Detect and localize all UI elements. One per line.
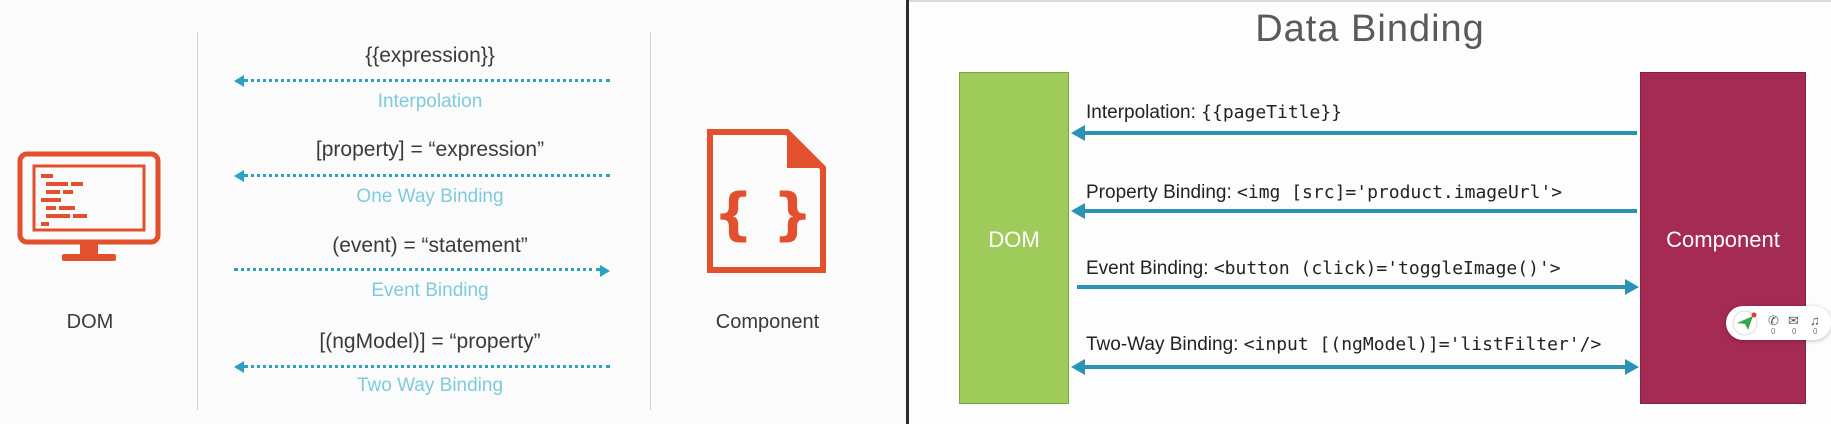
bell-icon[interactable]: ♫ <box>1810 313 1820 328</box>
left-slide: DOM {{expression}} Interpolation [proper… <box>0 0 906 424</box>
binding-expression: (event) = “statement” <box>332 234 528 257</box>
send-icon[interactable] <box>1731 310 1759 336</box>
chat-count: 0 <box>1792 327 1797 336</box>
chat-icon[interactable]: ✉ <box>1788 313 1799 328</box>
bell-count: 0 <box>1813 327 1818 336</box>
phone-count: 0 <box>1771 327 1776 336</box>
binding-row-label: Property Binding: <img [src]='product.im… <box>1086 182 1562 204</box>
binding-code: <input [(ngModel)]='listFilter'/> <box>1243 334 1602 355</box>
right-divider-line <box>650 32 651 410</box>
binding-row-label: Interpolation: {{pageTitle}} <box>1086 102 1342 124</box>
binding-expression: [(ngModel)] = “property” <box>319 330 541 353</box>
dom-box-label: DOM <box>988 227 1040 252</box>
dom-caption: DOM <box>66 311 114 333</box>
arrow-head-right <box>1625 359 1639 375</box>
binding-label: Two Way Binding <box>356 375 504 396</box>
arrow-head-left <box>234 170 244 182</box>
arrow-line <box>1083 209 1637 213</box>
binding-type: Property Binding: <box>1086 182 1238 203</box>
component-box-label: Component <box>1666 227 1780 252</box>
dotted-arrow-line <box>244 79 610 82</box>
arrow-head-left <box>1071 359 1085 375</box>
arrow-line <box>1077 285 1627 289</box>
dotted-arrow-line <box>244 174 610 177</box>
arrow-head-left <box>1071 125 1085 141</box>
arrow-line <box>1083 131 1637 135</box>
component-caption: Component <box>715 311 820 333</box>
arrow-head-left <box>1071 203 1085 219</box>
arrow-line <box>1083 365 1625 369</box>
binding-label: Event Binding <box>371 280 489 301</box>
binding-code: <button (click)='toggleImage()'> <box>1213 258 1561 279</box>
binding-label: Interpolation <box>377 91 483 112</box>
floating-widget[interactable]: ✆ ✉ ♫ 0 0 0 <box>1726 306 1831 340</box>
binding-code: <img [src]='product.imageUrl'> <box>1237 182 1563 203</box>
dom-box: DOM <box>959 72 1069 404</box>
arrow-head-right <box>600 265 610 277</box>
dotted-arrow-line <box>234 268 600 271</box>
slide-title: Data Binding <box>1255 8 1485 50</box>
binding-row-label: Two-Way Binding: <input [(ngModel)]='lis… <box>1086 334 1601 356</box>
binding-expression: {{expression}} <box>365 44 495 67</box>
binding-code: {{pageTitle}} <box>1201 102 1343 123</box>
binding-type: Event Binding: <box>1086 258 1214 279</box>
phone-icon[interactable]: ✆ <box>1768 313 1779 328</box>
svg-text:{ }: { } <box>713 182 812 247</box>
binding-type: Interpolation: <box>1086 102 1202 123</box>
binding-row-label: Event Binding: <button (click)='toggleIm… <box>1086 258 1561 280</box>
top-border <box>909 0 1831 2</box>
document-code-icon: { } <box>707 129 826 273</box>
left-divider-line <box>197 32 198 410</box>
right-slide: Data Binding DOM Component Interpolation… <box>909 0 1831 424</box>
screen-divider <box>906 0 909 424</box>
binding-expression: [property] = “expression” <box>315 138 545 161</box>
arrow-head-left <box>234 75 244 87</box>
arrow-head-right <box>1625 279 1639 295</box>
arrow-head-left <box>234 361 244 373</box>
binding-label: One Way Binding <box>356 186 504 207</box>
dotted-arrow-line <box>244 365 610 368</box>
component-box: Component <box>1640 72 1806 404</box>
binding-type: Two-Way Binding: <box>1086 334 1244 355</box>
monitor-icon <box>17 151 161 261</box>
